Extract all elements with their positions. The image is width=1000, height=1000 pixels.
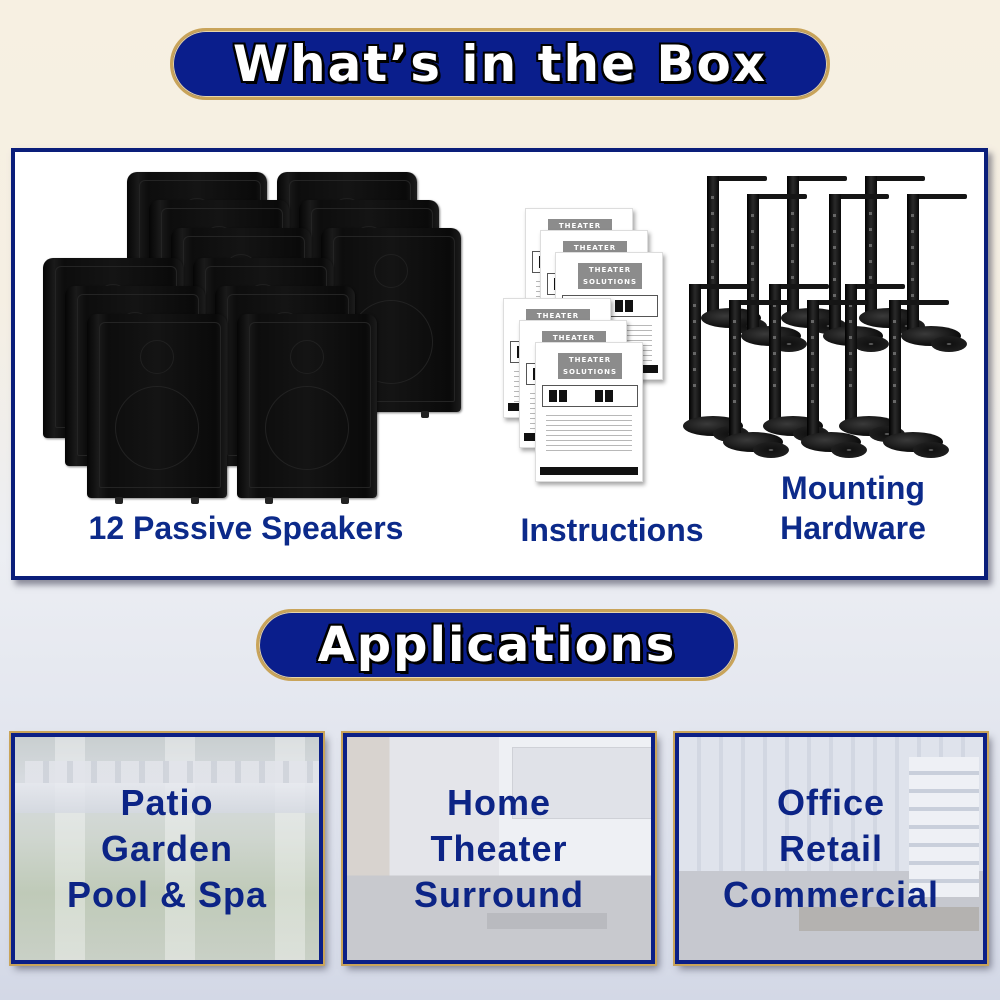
application-line: Patio: [120, 781, 214, 823]
mounting-hardware-label-line2: Hardware: [780, 510, 926, 546]
application-tile-office: Office Retail Commercial: [673, 731, 989, 966]
application-line: Garden: [100, 827, 234, 869]
application-line: Home: [446, 781, 552, 823]
whats-in-the-box-banner: What’s in the Box: [170, 28, 830, 100]
pergola-garden-image: [15, 737, 319, 960]
application-tile-patio: Patio Garden Pool & Spa: [9, 731, 325, 966]
whats-in-the-box-title: What’s in the Box: [232, 35, 768, 93]
speaker-icon: [87, 314, 227, 504]
application-tile-home-theater: Home Theater Surround: [341, 731, 657, 966]
instructions-label: Instructions: [520, 512, 704, 548]
mounting-bracket-icon: [883, 300, 949, 470]
applications-banner: Applications: [256, 609, 738, 681]
application-line: Pool & Spa: [66, 873, 268, 915]
mounting-hardware-label-line1: Mounting: [781, 470, 925, 506]
mounting-bracket-icon: [801, 300, 867, 470]
speakers-image: [15, 152, 461, 512]
mounting-bracket-icon: [823, 194, 889, 364]
application-line: Commercial: [722, 873, 940, 915]
speaker-icon: [237, 314, 377, 504]
speakers-label: 12 Passive Speakers: [88, 510, 404, 546]
living-room-image: [347, 737, 651, 960]
application-line: Surround: [414, 873, 584, 915]
mounting-bracket-icon: [723, 300, 789, 470]
applications-title: Applications: [317, 617, 677, 673]
application-line: Office: [776, 781, 886, 823]
mounting-bracket-icon: [901, 194, 967, 364]
application-line: Retail: [778, 827, 884, 869]
application-line: Theater: [430, 827, 568, 869]
office-interior-image: [679, 737, 983, 960]
mounting-hardware-image: [671, 176, 971, 466]
